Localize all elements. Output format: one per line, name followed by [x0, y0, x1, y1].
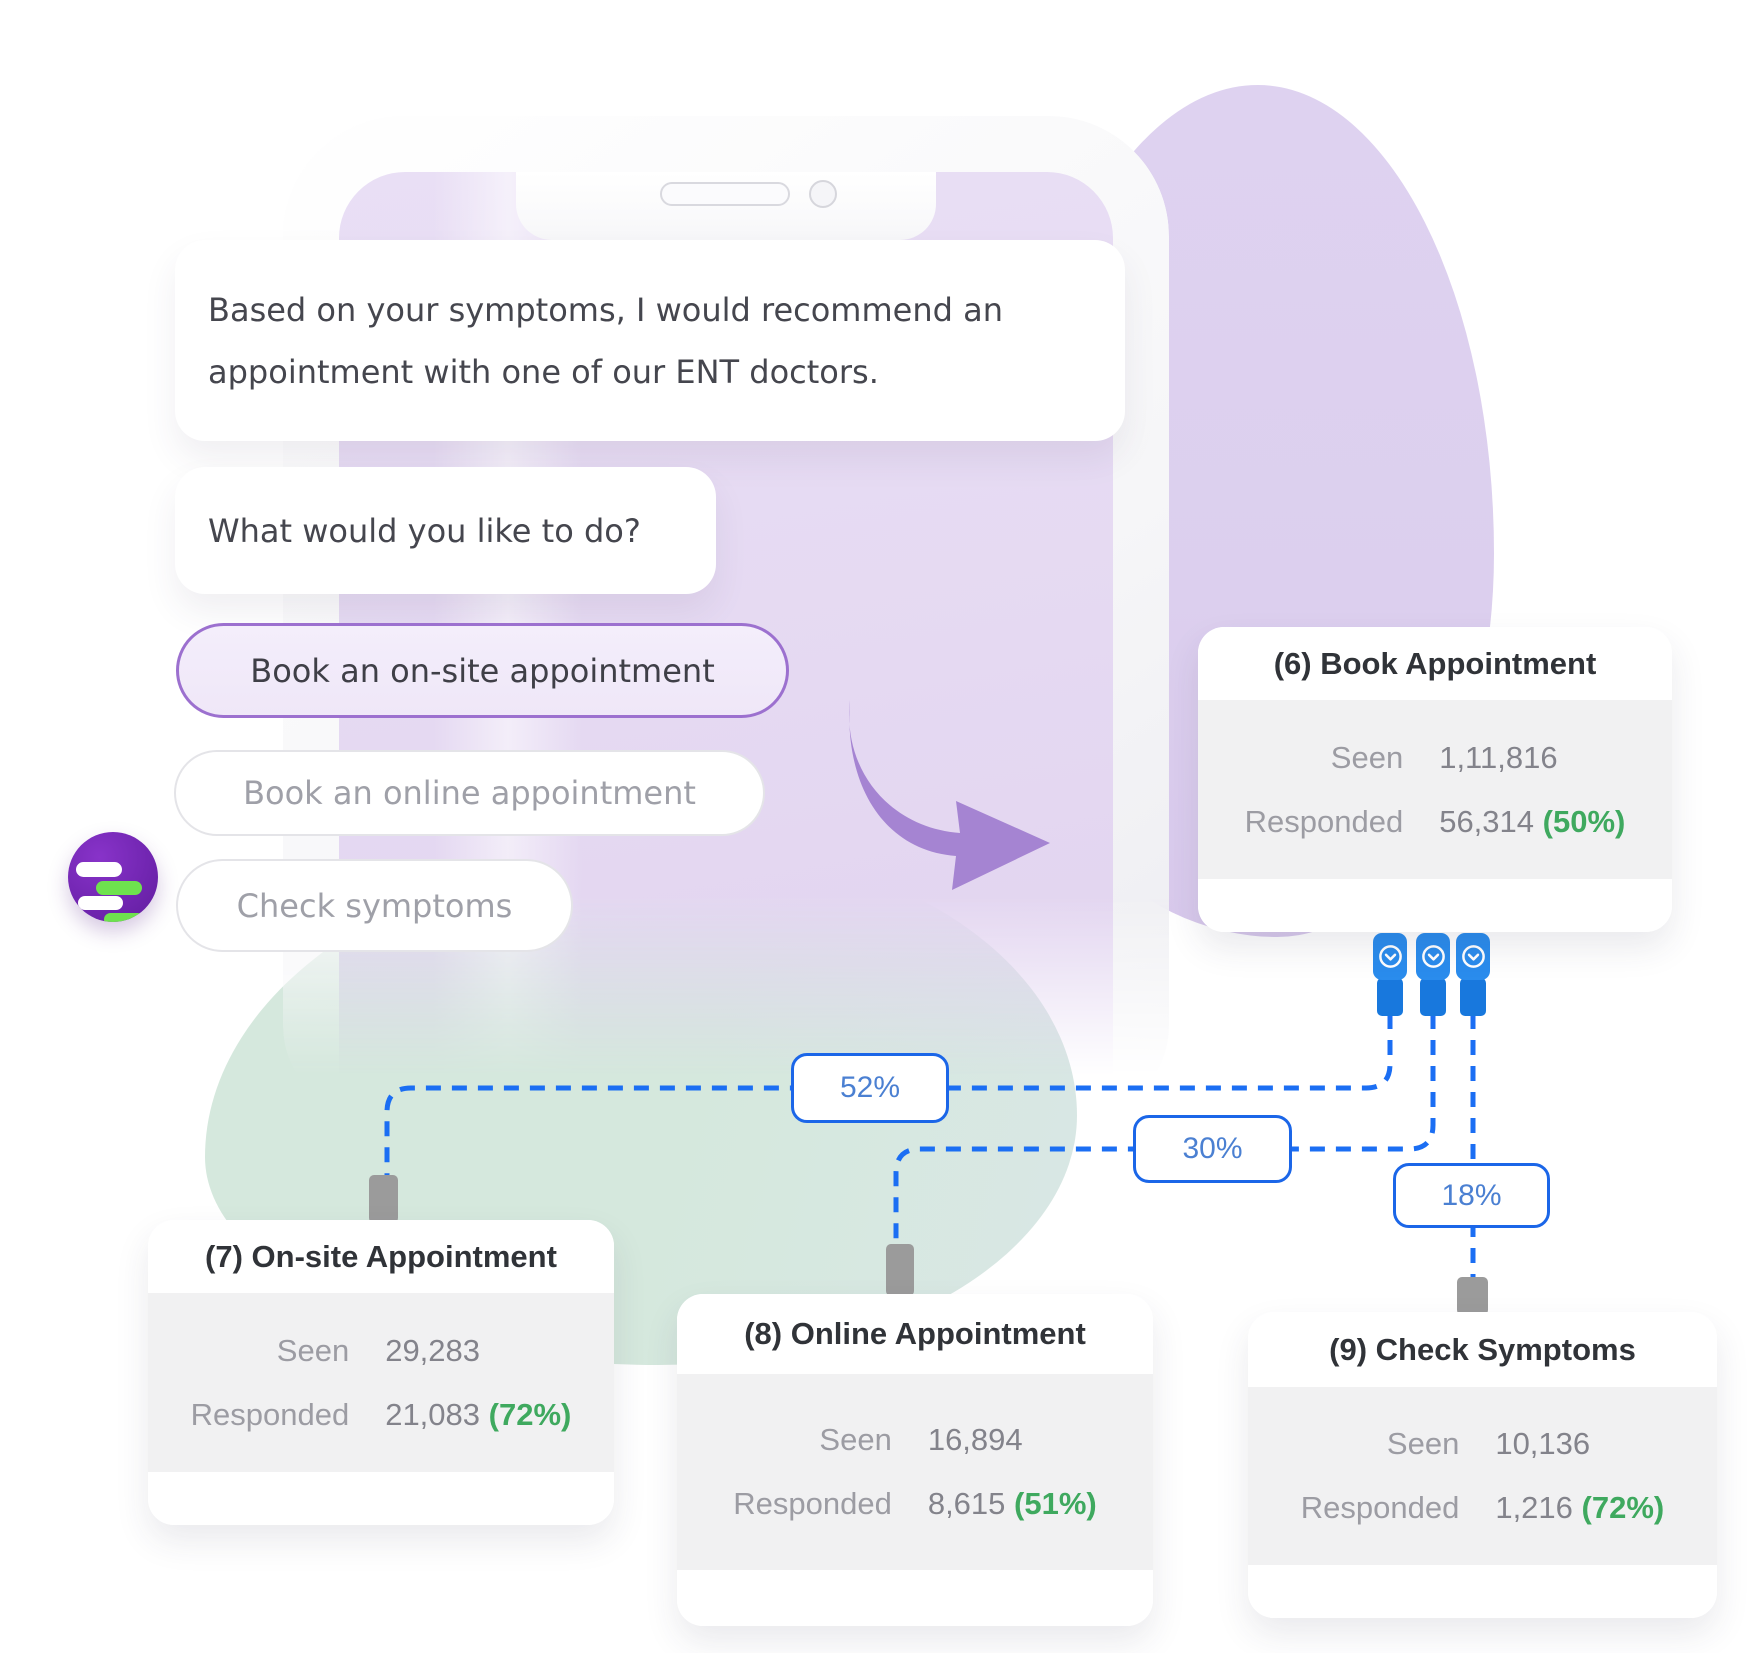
logo-bar	[78, 896, 123, 910]
seen-label: Seen	[819, 1422, 892, 1457]
phone-speaker	[660, 182, 790, 206]
responded-count: 1,216	[1495, 1490, 1573, 1525]
input-port-nub	[886, 1244, 914, 1296]
edge-percent-label: 18%	[1441, 1178, 1502, 1212]
responded-count: 21,083	[385, 1396, 481, 1432]
option-label: Book an online appointment	[243, 774, 696, 812]
edge-percent-label: 30%	[1182, 1132, 1243, 1165]
flow-node-onsite-appointment[interactable]: (7) On-site Appointment Seen 29,283 Resp…	[148, 1220, 614, 1525]
responded-rate: (51%)	[1014, 1486, 1097, 1521]
node-footer	[1198, 879, 1672, 932]
seen-label: Seen	[276, 1332, 350, 1368]
seen-label: Seen	[1330, 739, 1404, 775]
logo-bar	[104, 913, 144, 922]
connector-stem	[1420, 978, 1446, 1016]
responded-label: Responded	[733, 1486, 892, 1521]
brand-chat-logo-icon	[68, 832, 158, 922]
seen-value: 29,283	[385, 1332, 481, 1368]
message-line: What would you like to do?	[208, 511, 641, 550]
seen-value: 10,136	[1495, 1426, 1591, 1461]
responded-label: Responded	[1244, 803, 1404, 839]
edge-percent-label: 52%	[839, 1071, 901, 1104]
input-port-nub	[1457, 1277, 1488, 1315]
responded-label: Responded	[1300, 1490, 1460, 1525]
seen-value: 16,894	[927, 1422, 1023, 1457]
phone-camera	[809, 180, 837, 208]
responded-value: 1,216 (72%)	[1495, 1490, 1664, 1526]
responded-value: 56,314 (50%)	[1439, 804, 1625, 840]
input-port-nub	[369, 1175, 398, 1223]
node-footer	[677, 1570, 1153, 1626]
responded-value: 8,615 (51%)	[928, 1486, 1097, 1522]
option-book-online-appointment[interactable]: Book an online appointment	[174, 750, 765, 836]
bot-message-recommendation: Based on your symptoms, I would recommen…	[175, 240, 1125, 441]
connector-stem	[1460, 978, 1486, 1016]
output-connector-button[interactable]	[1373, 933, 1407, 980]
node-stats: Seen 10,136 Responded 1,216 (72%)	[1248, 1387, 1717, 1565]
logo-bar	[76, 862, 122, 877]
connector-stem	[1377, 978, 1403, 1016]
flow-node-book-appointment[interactable]: (6) Book Appointment Seen 1,11,816 Respo…	[1198, 627, 1672, 932]
output-connector-button[interactable]	[1416, 933, 1450, 980]
phone-notch	[516, 172, 936, 240]
edge-percentage-badge: 52%	[791, 1053, 949, 1123]
edge-percentage-badge: 30%	[1133, 1115, 1292, 1183]
chevron-down-circle-icon	[1421, 945, 1445, 968]
node-stats: Seen 1,11,816 Responded 56,314 (50%)	[1198, 700, 1672, 879]
seen-label: Seen	[1386, 1426, 1460, 1461]
edge-percentage-badge: 18%	[1393, 1163, 1550, 1228]
seen-value: 1,11,816	[1439, 739, 1558, 775]
chevron-down-circle-icon	[1461, 945, 1485, 968]
node-footer	[1248, 1565, 1717, 1618]
message-line: appointment with one of our ENT doctors.	[208, 352, 879, 391]
logo-bar	[96, 881, 142, 895]
option-label: Book an on-site appointment	[250, 651, 715, 690]
node-title: (9) Check Symptoms	[1248, 1312, 1717, 1387]
responded-rate: (72%)	[488, 1396, 572, 1432]
bot-message-question: What would you like to do?	[175, 467, 716, 594]
curved-arrow-icon	[840, 700, 1090, 895]
node-footer	[148, 1472, 614, 1525]
node-stats: Seen 29,283 Responded 21,083 (72%)	[148, 1293, 614, 1472]
responded-label: Responded	[190, 1396, 350, 1432]
node-stats: Seen 16,894 Responded 8,615 (51%)	[677, 1374, 1153, 1570]
responded-rate: (50%)	[1542, 803, 1626, 839]
flow-node-online-appointment[interactable]: (8) Online Appointment Seen 16,894 Respo…	[677, 1294, 1153, 1626]
responded-count: 56,314	[1439, 803, 1535, 839]
chevron-down-circle-icon	[1378, 945, 1402, 968]
flow-node-check-symptoms[interactable]: (9) Check Symptoms Seen 10,136 Responded…	[1248, 1312, 1717, 1618]
responded-value: 21,083 (72%)	[385, 1397, 571, 1433]
responded-rate: (72%)	[1581, 1490, 1665, 1525]
node-title: (7) On-site Appointment	[148, 1220, 614, 1293]
node-title: (8) Online Appointment	[677, 1294, 1153, 1374]
node-title: (6) Book Appointment	[1198, 627, 1672, 700]
message-line: Based on your symptoms, I would recommen…	[208, 290, 1003, 329]
option-book-onsite-appointment[interactable]: Book an on-site appointment	[176, 623, 789, 718]
output-connector-button[interactable]	[1456, 933, 1490, 980]
option-label: Check symptoms	[236, 886, 513, 925]
option-check-symptoms[interactable]: Check symptoms	[176, 859, 573, 952]
responded-count: 8,615	[927, 1486, 1006, 1521]
